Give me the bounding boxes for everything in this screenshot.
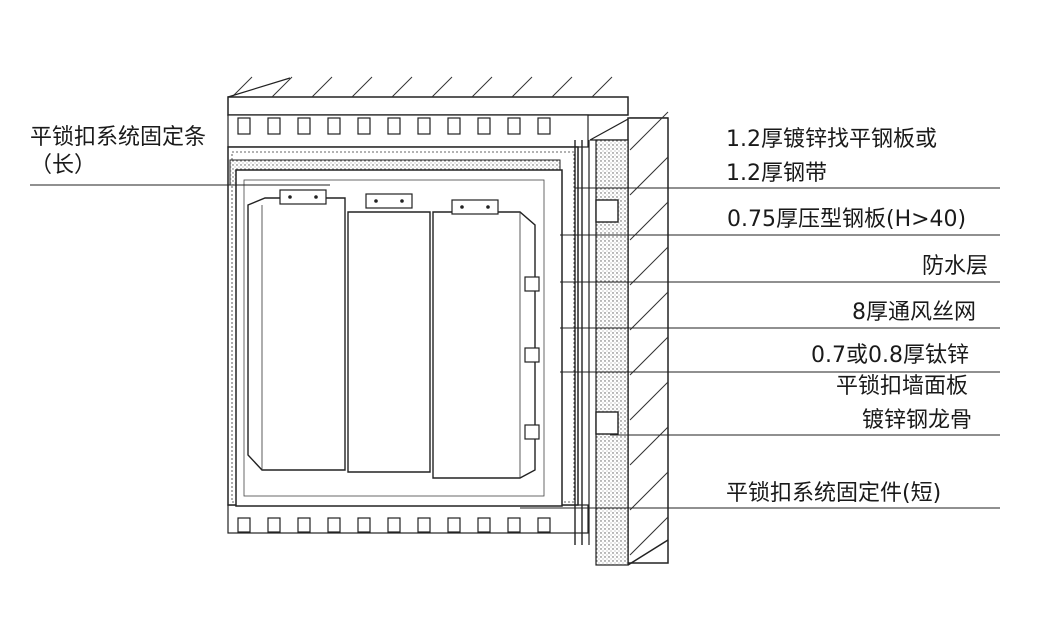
label-profiled-sheet: 0.75厚压型钢板(H>40): [727, 207, 967, 232]
top-slab: [227, 76, 629, 116]
fixing-strips-long: [279, 189, 499, 215]
wall-hatch-lines: [629, 111, 669, 556]
leader-lines: [30, 184, 1000, 509]
profiled-steel-sheet-bottom: [227, 504, 589, 534]
panel-1: [247, 197, 346, 471]
label-steel-strip: 1.2厚钢带: [726, 161, 827, 186]
fixing-clips-short: [524, 276, 540, 440]
label-leveling-plate: 1.2厚镀锌找平钢板或: [726, 127, 937, 152]
label-flat-lock-panel: 平锁扣墙面板: [836, 374, 969, 399]
label-ventilation-mesh: 8厚通风丝网: [852, 300, 976, 325]
label-titanium-zinc: 0.7或0.8厚钛锌: [811, 343, 969, 368]
label-waterproof-layer: 防水层: [922, 254, 989, 279]
substrate-wall: [589, 117, 669, 566]
flat-lock-panels: [247, 197, 536, 479]
label-fixing-strip-long: 平锁扣系统固定条（长）: [30, 125, 207, 178]
label-fixing-clip-short: 平锁扣系统固定件(短): [726, 481, 942, 506]
panel-2: [347, 211, 431, 473]
label-steel-keel: 镀锌钢龙骨: [862, 408, 973, 433]
steel-keel-brackets: [595, 199, 619, 435]
profiled-steel-sheet-top: [227, 114, 589, 148]
